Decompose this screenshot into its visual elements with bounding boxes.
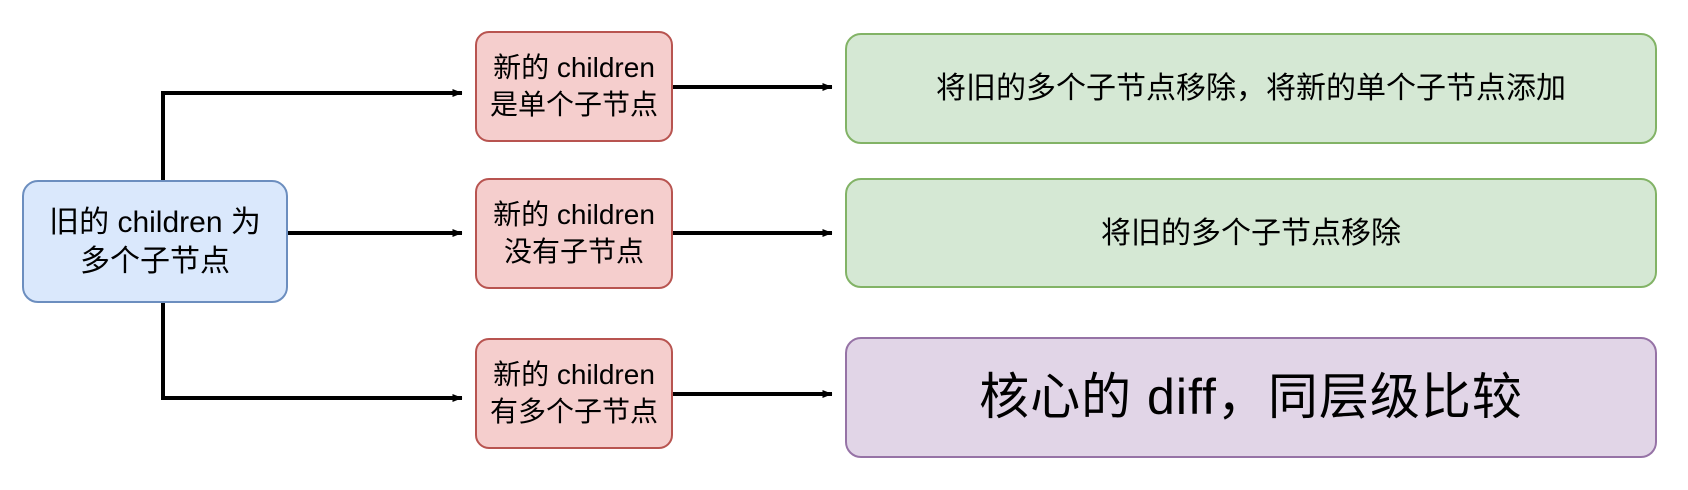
node-result-core-diff[interactable]: 核心的 diff，同层级比较 [845,337,1657,458]
node-label: 新的 children 没有子节点 [493,199,655,267]
node-new-children-multiple[interactable]: 新的 children 有多个子节点 [475,338,673,449]
node-label: 将旧的多个子节点移除，将新的单个子节点添加 [936,72,1566,105]
node-label: 将旧的多个子节点移除 [1101,216,1401,250]
node-label: 新的 children 是单个子节点 [489,52,658,120]
node-new-children-none[interactable]: 新的 children 没有子节点 [475,178,673,289]
node-result-remove-old[interactable]: 将旧的多个子节点移除 [845,178,1657,288]
node-new-children-single[interactable]: 新的 children 是单个子节点 [475,31,673,142]
node-label: 旧的 children 为 多个子节点 [49,205,261,278]
node-result-remove-old-add-new[interactable]: 将旧的多个子节点移除，将新的单个子节点添加 [845,33,1657,144]
node-label: 核心的 diff，同层级比较 [979,369,1523,425]
node-old-children-multiple[interactable]: 旧的 children 为 多个子节点 [22,180,288,303]
node-label: 新的 children 有多个子节点 [489,359,658,427]
